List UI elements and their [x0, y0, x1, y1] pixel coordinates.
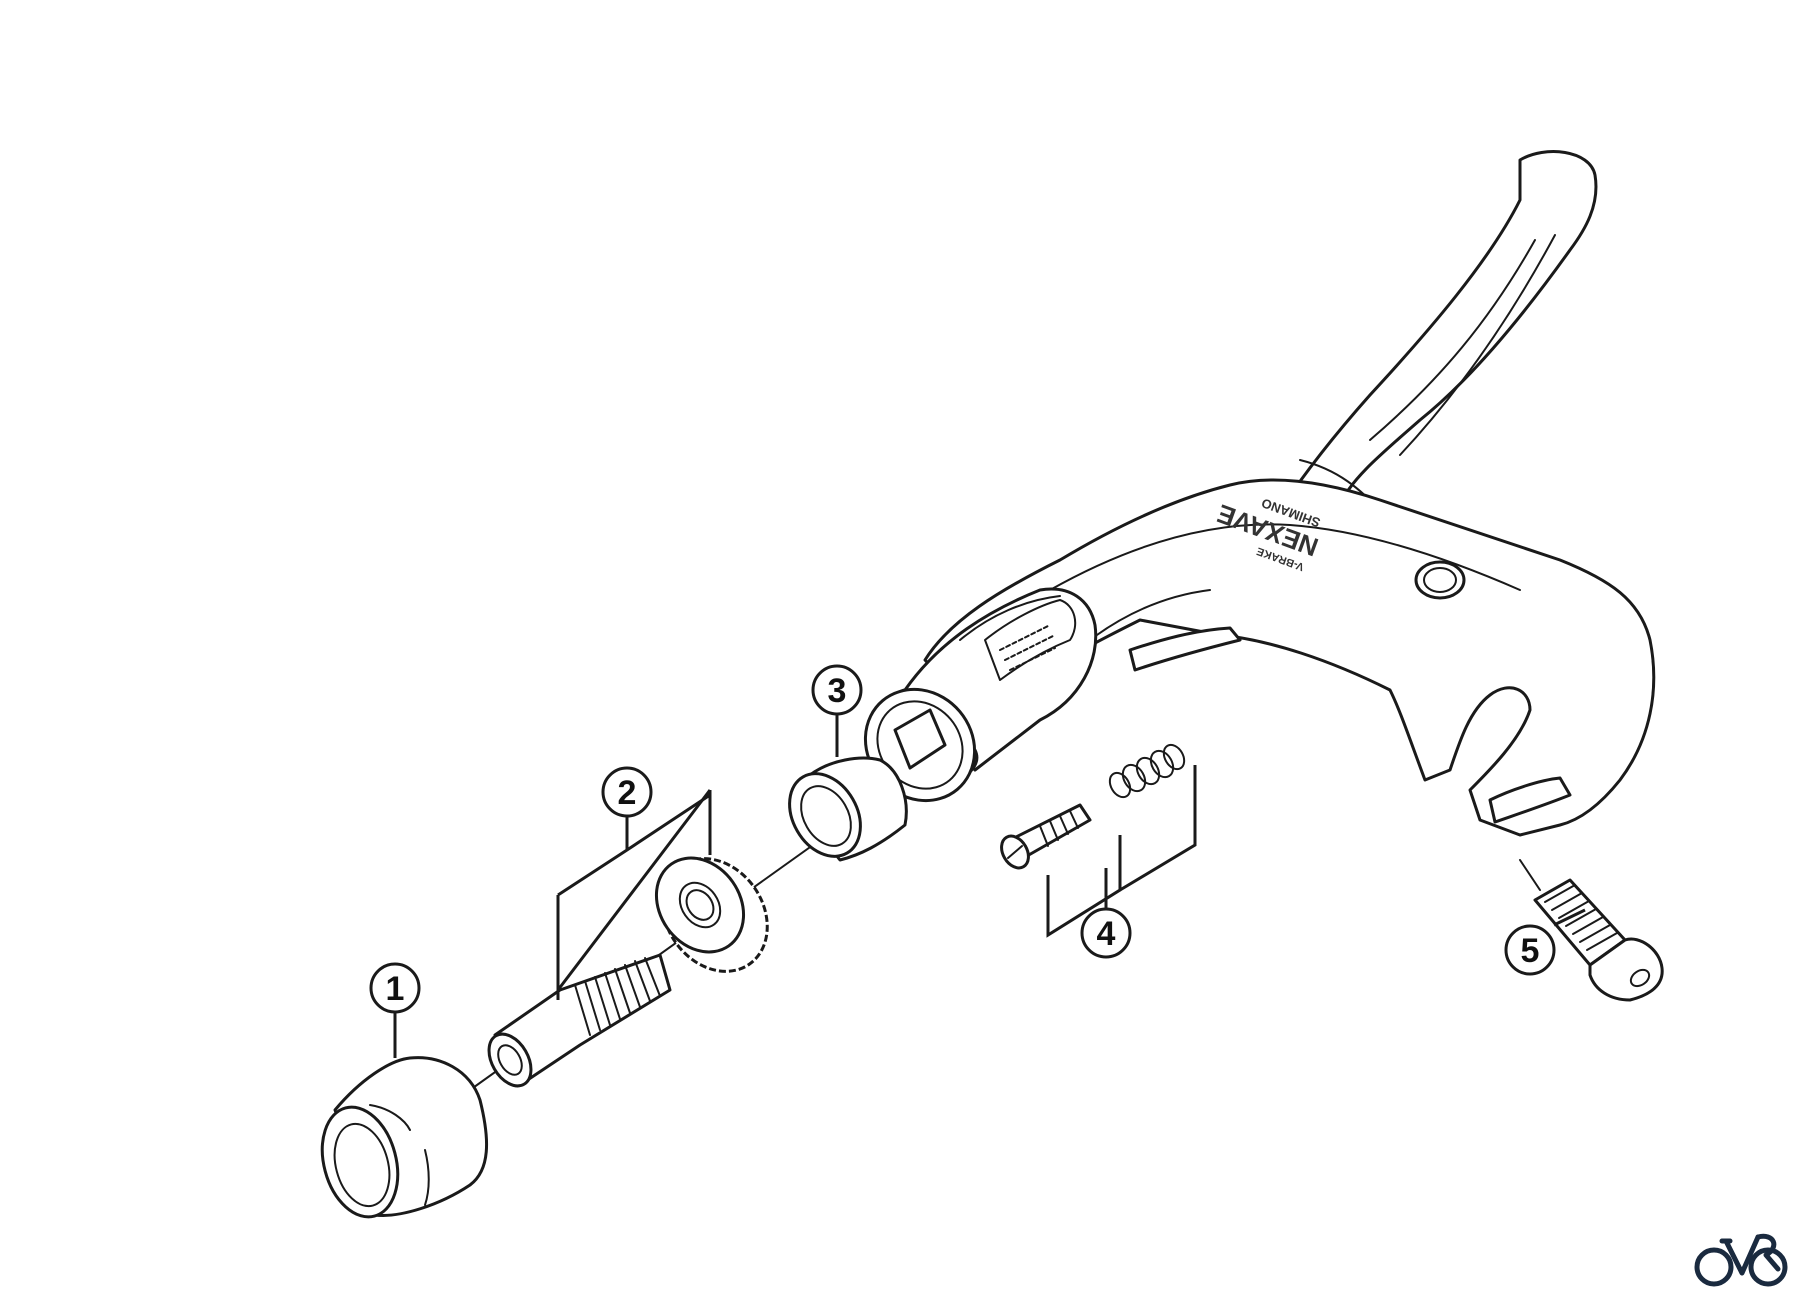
callout-5: 5 [1504, 908, 1586, 976]
bolt-threads [574, 957, 661, 1036]
lever-body: NEXAVE SHIMANO V-BRAKE [863, 150, 1656, 837]
part-adjuster-cap [320, 1056, 489, 1219]
screw-threads [1039, 810, 1079, 847]
callout-number: 4 [1097, 915, 1116, 953]
callout-number: 3 [828, 672, 847, 710]
part-reach-screw [1000, 803, 1092, 870]
callout-number: 1 [386, 970, 405, 1008]
callout-number: 5 [1521, 932, 1540, 970]
callout-number: 2 [618, 774, 637, 812]
callout-2: 2 [556, 766, 712, 985]
clamp-bolt-threads [1544, 884, 1618, 951]
callout-3: 3 [811, 664, 863, 757]
part-bushing [788, 756, 908, 862]
part-adjusting-bolt [487, 953, 672, 1088]
barrel-label-plate [984, 599, 1077, 681]
bicycle-logo-icon [1694, 1233, 1788, 1287]
part-clamp-bolt [1519, 859, 1664, 1002]
bracket-part-4 [1046, 765, 1197, 938]
callout-1: 1 [369, 962, 421, 1058]
callout-4: 4 [1080, 868, 1132, 959]
part-lock-nut [654, 856, 769, 973]
part-spring [1108, 743, 1186, 799]
